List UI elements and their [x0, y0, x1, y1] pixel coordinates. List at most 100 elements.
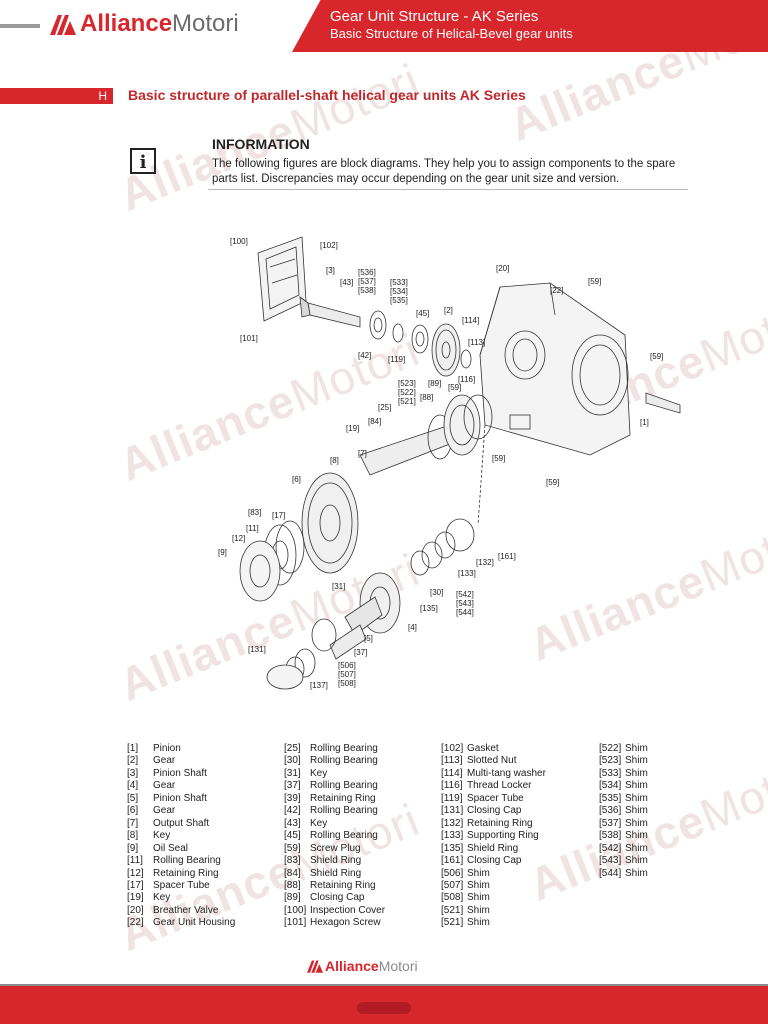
parts-list-item: [542]Shim: [599, 843, 648, 855]
part-description: Slotted Nut: [467, 755, 517, 767]
parts-list-item: [521]Shim: [441, 905, 546, 917]
parts-list-item: [6]Gear: [127, 805, 235, 817]
part-number: [133]: [441, 830, 464, 842]
diagram-callout-label: [31]: [332, 582, 345, 591]
part-number: [5]: [127, 792, 139, 804]
parts-list-item: [3]Pinion Shaft: [127, 768, 235, 780]
parts-list-item: [536]Shim: [599, 805, 648, 817]
part-number: [2]: [127, 755, 139, 767]
parts-list-item: [508]Shim: [441, 892, 546, 904]
part-description: Rolling Bearing: [310, 755, 378, 767]
parts-list-item: [132]Retaining Ring: [441, 818, 546, 830]
part-number: [83]: [284, 855, 301, 867]
part-number: [4]: [127, 780, 139, 792]
diagram-callout-label: [84]: [368, 417, 381, 426]
diagram-callout-label: [88]: [420, 393, 433, 402]
parts-list-item: [114]Multi-tang washer: [441, 768, 546, 780]
part-description: Shim: [625, 780, 648, 792]
parts-list-item: [20]Breather Valve: [127, 905, 235, 917]
part-description: Shim: [467, 904, 490, 916]
part-number: [119]: [441, 792, 463, 804]
diagram-callout-label: [59]: [546, 478, 559, 487]
part-description: Breather Valve: [153, 904, 219, 916]
parts-list-item: [507]Shim: [441, 880, 546, 892]
parts-list-item: [7]Output Shaft: [127, 818, 235, 830]
parts-list-column-4: [522]Shim[523]Shim[533]Shim[534]Shim[535…: [599, 743, 648, 880]
diagram-callout-label: [131]: [248, 645, 266, 654]
info-text: The following figures are block diagrams…: [212, 158, 676, 185]
part-description: Hexagon Screw: [310, 917, 381, 929]
diagram-callout-label: [538]: [358, 286, 376, 295]
parts-list-item: [133]Supporting Ring: [441, 830, 546, 842]
part-number: [17]: [127, 879, 144, 891]
part-description: Shim: [625, 805, 648, 817]
parts-list-item: [4]Gear: [127, 780, 235, 792]
page-title: Gear Unit Structure - AK Series: [330, 8, 539, 25]
diagram-callout-label: [22]: [550, 286, 563, 295]
parts-list-item: [39]Retaining Ring: [284, 793, 385, 805]
parts-list-item: [135]Shield Ring: [441, 843, 546, 855]
part-description: Key: [153, 830, 171, 842]
part-description: Retaining Ring: [310, 879, 376, 891]
part-description: Shim: [625, 767, 648, 779]
diagram-callout-label: [1]: [640, 418, 649, 427]
diagram-callout-label: [523]: [398, 379, 416, 388]
part-description: Shim: [625, 743, 648, 754]
part-description: Rolling Bearing: [310, 805, 378, 817]
part-description: Shim: [467, 867, 490, 879]
parts-list-item: [116]Thread Locker: [441, 780, 546, 792]
diagram-callout-label: [59]: [650, 352, 663, 361]
diagram-callout-label: [544]: [456, 608, 474, 617]
parts-list-item: [113]Slotted Nut: [441, 755, 546, 767]
part-number: [521]: [441, 904, 464, 916]
part-number: [543]: [599, 855, 622, 867]
diagram-callout-label: [119]: [388, 355, 405, 364]
diagram-callout-label: [521]: [398, 397, 416, 406]
part-number: [537]: [599, 817, 622, 829]
parts-list-item: [537]Shim: [599, 818, 648, 830]
parts-list-item: [101]Hexagon Screw: [284, 917, 385, 929]
diagram-callout-label: [114]: [462, 316, 479, 325]
page-indicator: [357, 1002, 411, 1014]
part-number: [116]: [441, 780, 463, 792]
diagram-callout-label: [135]: [420, 604, 438, 613]
diagram-callout-label: [533]: [390, 278, 408, 287]
diagram-callout-label: [534]: [390, 287, 408, 296]
part-number: [135]: [441, 842, 464, 854]
parts-list-item: [9]Oil Seal: [127, 843, 235, 855]
part-number: [12]: [127, 867, 144, 879]
parts-list-item: [544]Shim: [599, 868, 648, 880]
part-description: Gear Unit Housing: [153, 917, 236, 929]
part-description: Inspection Cover: [310, 904, 386, 916]
part-description: Retaining Ring: [467, 817, 533, 829]
part-description: Shim: [625, 830, 648, 842]
diagram-callout-label: [4]: [408, 623, 417, 632]
info-title: INFORMATION: [212, 136, 310, 152]
diagram-callout-label: [116]: [458, 375, 475, 384]
part-description: Pinion Shaft: [153, 792, 207, 804]
diagram-callout-label: [42]: [358, 351, 371, 360]
part-description: Shim: [467, 892, 490, 904]
part-description: Oil Seal: [153, 842, 189, 854]
page-subtitle: Basic Structure of Helical-Bevel gear un…: [330, 26, 573, 41]
part-description: Key: [310, 767, 328, 779]
parts-list-item: [11]Rolling Bearing: [127, 855, 235, 867]
part-number: [522]: [599, 743, 622, 754]
part-number: [31]: [284, 767, 301, 779]
part-description: Key: [310, 817, 328, 829]
parts-list-item: [102]Gasket: [441, 743, 546, 755]
exploded-gear-diagram: [100][102][3][536][537][538][43][533][53…: [218, 236, 681, 690]
part-number: [506]: [441, 867, 464, 879]
part-number: [536]: [599, 805, 622, 817]
part-description: Supporting Ring: [467, 830, 539, 842]
part-number: [161]: [441, 855, 464, 867]
part-number: [542]: [599, 842, 622, 854]
part-number: [114]: [441, 767, 463, 779]
diagram-callout-label: [132]: [476, 558, 494, 567]
part-description: Screw Plug: [310, 842, 361, 854]
parts-list-item: [161]Closing Cap: [441, 855, 546, 867]
part-number: [1]: [127, 743, 139, 754]
part-description: Shim: [467, 917, 490, 929]
parts-list-item: [2]Gear: [127, 755, 235, 767]
diagram-callout-label: [137]: [310, 681, 328, 690]
